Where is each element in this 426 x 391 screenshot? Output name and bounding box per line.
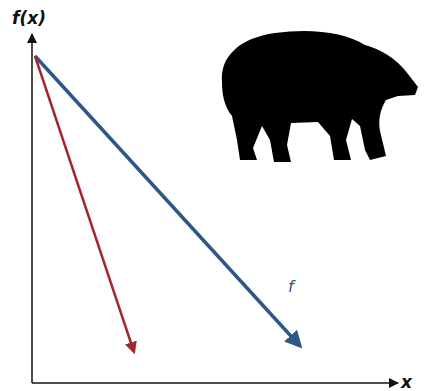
polar-bear-silhouette [222, 31, 418, 162]
axis-label: x [401, 374, 412, 391]
steeper-line [35, 56, 134, 352]
label-holder: f(x) [12, 10, 46, 27]
axis-label: f(x) [12, 10, 46, 27]
line-label: f [288, 279, 294, 295]
label-holder: f [288, 279, 294, 295]
label-holder: x [401, 374, 412, 391]
y-axis [31, 34, 33, 383]
x-axis [32, 382, 398, 384]
